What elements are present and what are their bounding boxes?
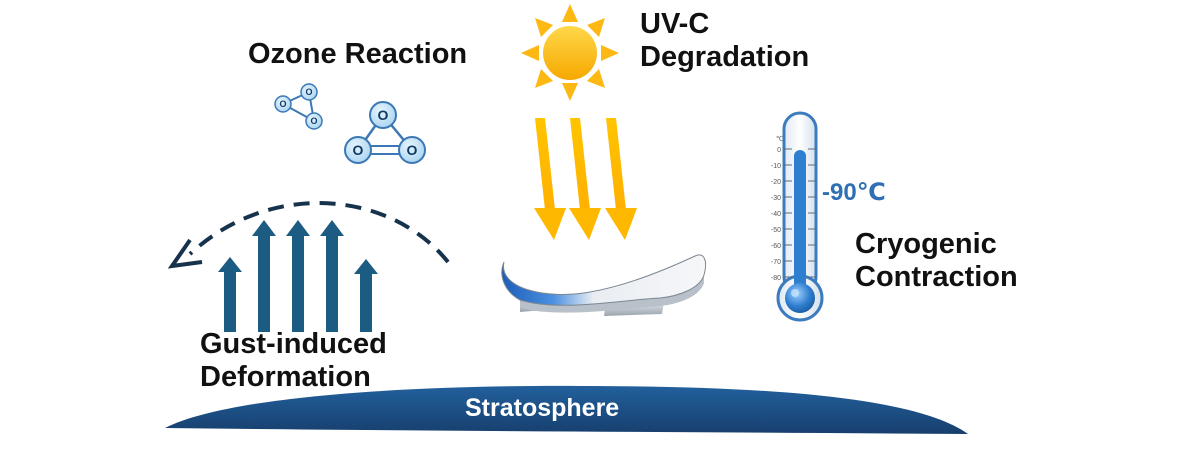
upward-arrows-icon <box>218 220 378 332</box>
degradation-line: Degradation <box>640 41 810 73</box>
gust-arrow-1 <box>218 257 242 332</box>
ozone-molecule-large-icon: O O O <box>344 101 426 164</box>
uv-ray-arrows <box>534 118 637 240</box>
thermometer-scale <box>784 148 816 278</box>
ozone-atom-label: O <box>378 107 389 123</box>
thermometer-tick-label: -50 <box>771 227 781 234</box>
gust-arrow-2 <box>252 220 276 332</box>
uv-ray-arrow-left <box>534 118 566 240</box>
gust-arrow-3 <box>286 220 310 332</box>
thermometer-tick-label: -70 <box>771 259 781 266</box>
uv-c-line: UV-C <box>640 8 710 40</box>
curved-membrane-icon <box>501 254 707 316</box>
cryogenic-line: Cryogenic <box>855 228 997 260</box>
uv-c-degradation-label: UV-C Degradation <box>640 8 809 74</box>
gust-arrow-4 <box>320 220 344 332</box>
uv-ray-arrow-middle <box>569 118 601 240</box>
gust-induced-line: Gust-induced <box>200 328 387 360</box>
thermometer-unit-label: ℃ <box>776 136 784 143</box>
thermometer-tick-label: -10 <box>771 163 781 170</box>
thermometer-tick-label: -40 <box>771 211 781 218</box>
stratosphere-band <box>165 385 968 434</box>
thermometer-tick-label: -30 <box>771 195 781 202</box>
ozone-atom-label: O <box>310 116 317 126</box>
ozone-atom-label: O <box>353 142 364 158</box>
thermometer-tick-label: -60 <box>771 243 781 250</box>
cryogenic-contraction-label: Cryogenic Contraction <box>855 228 1018 294</box>
deformation-line: Deformation <box>200 361 371 393</box>
stratosphere-label: Stratosphere <box>465 394 620 422</box>
gust-arrow-5 <box>354 259 378 332</box>
gust-induced-deformation-label: Gust-induced Deformation <box>200 328 387 394</box>
thermometer-tick-label: 0 <box>777 147 781 154</box>
contraction-line: Contraction <box>855 261 1018 293</box>
thermometer-tick-label: -80 <box>771 275 781 282</box>
ozone-reaction-label: Ozone Reaction <box>248 38 467 71</box>
curved-arrow-icon <box>167 201 450 269</box>
temperature-label: -90℃ <box>822 179 886 206</box>
thermometer-icon: ℃ <box>771 111 824 322</box>
ozone-atom-label: O <box>305 87 312 97</box>
ozone-reaction-text: Ozone Reaction <box>248 38 468 70</box>
ozone-atom-label: O <box>407 142 418 158</box>
sun-icon <box>521 4 619 101</box>
ozone-molecule-small-icon: O O O <box>274 83 323 130</box>
ozone-atom-label: O <box>279 99 286 109</box>
thermometer-tick-label: -20 <box>771 179 781 186</box>
uv-ray-arrow-right <box>605 118 637 240</box>
